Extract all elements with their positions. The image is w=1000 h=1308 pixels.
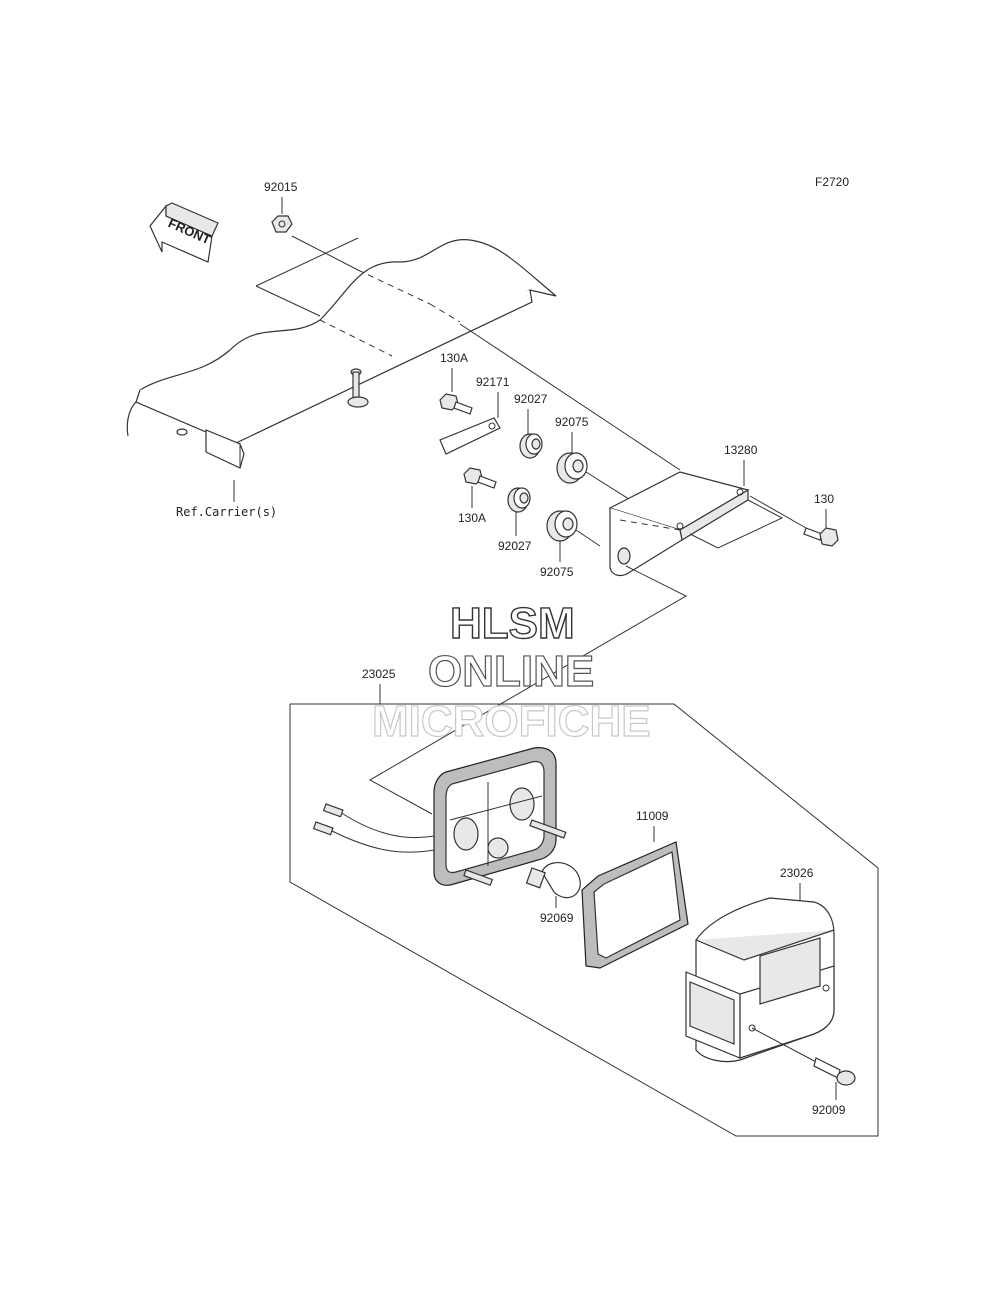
plate-92171 [439, 417, 501, 455]
label-92027-bottom: 92027 [498, 539, 532, 553]
front-arrow-icon: FRONT [149, 202, 219, 263]
tail-lamp-base-23025 [312, 747, 567, 886]
label-23025: 23025 [362, 667, 396, 681]
label-13280: 13280 [724, 443, 758, 457]
figure-code: F2720 [815, 175, 849, 189]
gasket-11009 [581, 841, 689, 969]
label-23026: 23026 [780, 866, 814, 880]
lens-cover-23026 [685, 897, 835, 1063]
label-130A-top: 130A [440, 351, 468, 365]
label-92075-bottom: 92075 [540, 565, 574, 579]
collar-92027-bottom [507, 487, 531, 513]
carrier-reference [126, 239, 557, 469]
svg-text:MICROFICHE: MICROFICHE [372, 697, 651, 746]
label-130: 130 [814, 492, 834, 506]
label-130A-bottom: 130A [458, 511, 486, 525]
grommet-92075-bottom [546, 510, 578, 542]
label-92015: 92015 [264, 180, 298, 194]
nut-92015 [271, 215, 293, 233]
label-92069: 92069 [540, 911, 574, 925]
svg-text:HLSM: HLSM [450, 599, 575, 648]
grommet-92075-top [556, 452, 588, 484]
svg-text:ONLINE: ONLINE [428, 647, 594, 696]
label-92027-top: 92027 [514, 392, 548, 406]
bolt-130 [803, 527, 839, 547]
bolt-130A-bottom [463, 467, 497, 489]
screw-92009 [813, 1057, 856, 1086]
bracket-13280 [608, 471, 750, 577]
watermark: HLSM ONLINE MICROFICHE [371, 598, 651, 746]
label-ref-carrier: Ref.Carrier(s) [176, 505, 277, 519]
collar-92027-top [519, 433, 543, 459]
label-92171: 92171 [476, 375, 510, 389]
label-92075-top: 92075 [555, 415, 589, 429]
label-92009: 92009 [812, 1103, 846, 1117]
label-11009: 11009 [636, 809, 669, 823]
bulb-92069 [525, 862, 581, 899]
bolt-130A-top [439, 393, 473, 415]
